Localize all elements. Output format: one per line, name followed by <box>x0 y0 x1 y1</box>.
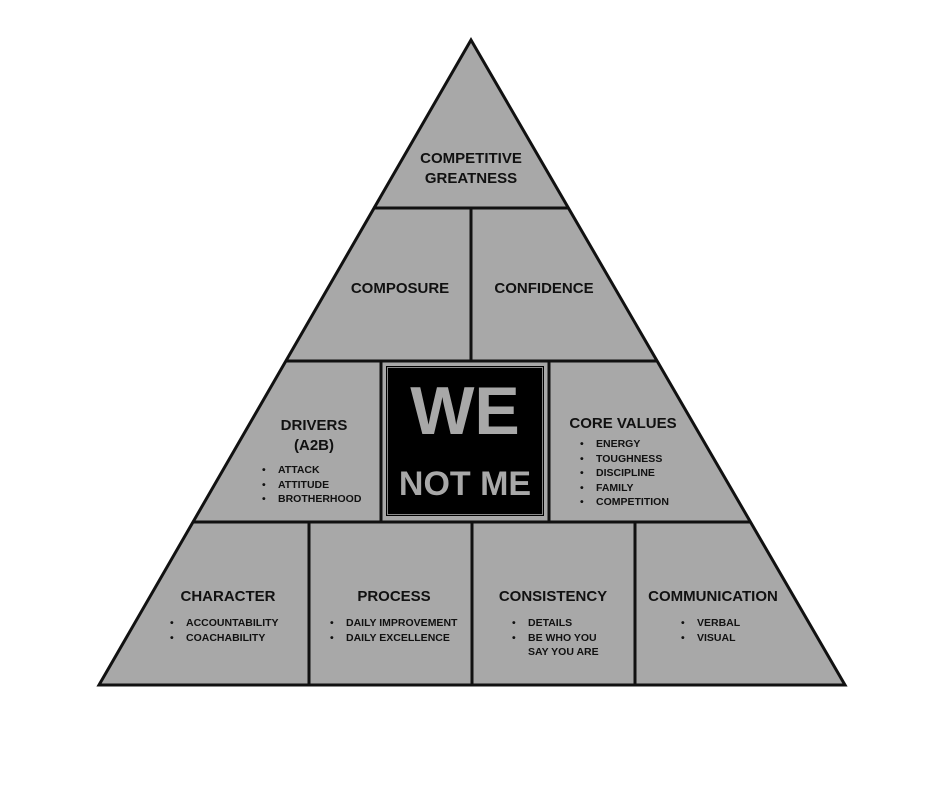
list-item: ACCOUNTABILITY <box>170 616 279 631</box>
list-item: DAILY EXCELLENCE <box>330 631 457 646</box>
center-line1: WE <box>410 373 520 449</box>
composure-label: COMPOSURE <box>350 280 450 297</box>
list-item: FAMILY <box>580 481 669 496</box>
communication-list: VERBAL VISUAL <box>681 616 740 645</box>
list-item: ATTACK <box>262 463 361 478</box>
apex-line1: COMPETITIVE <box>420 150 522 167</box>
list-item: VERBAL <box>681 616 740 631</box>
list-item: COACHABILITY <box>170 631 279 646</box>
core-values-list: ENERGY TOUGHNESS DISCIPLINE FAMILY COMPE… <box>580 437 669 510</box>
center-line2: NOT ME <box>398 465 532 503</box>
list-item: DAILY IMPROVEMENT <box>330 616 457 631</box>
character-list: ACCOUNTABILITY COACHABILITY <box>170 616 279 645</box>
consistency-list: DETAILS BE WHO YOU SAY YOU ARE <box>512 616 612 660</box>
base-title-communication: COMMUNICATION <box>648 588 778 605</box>
core-values-title: CORE VALUES <box>569 415 677 432</box>
list-item: TOUGHNESS <box>580 452 669 467</box>
apex-line2: GREATNESS <box>424 169 518 187</box>
base-title-process: PROCESS <box>357 588 431 605</box>
base-title-consistency: CONSISTENCY <box>498 588 608 605</box>
we-not-me-box: WE NOT ME <box>386 366 544 516</box>
list-item: VISUAL <box>681 631 740 646</box>
drivers-list: ATTACK ATTITUDE BROTHERHOOD <box>262 463 361 507</box>
confidence-label: CONFIDENCE <box>494 280 594 297</box>
list-item: BROTHERHOOD <box>262 492 361 507</box>
list-item: ATTITUDE <box>262 478 361 493</box>
list-item: ENERGY <box>580 437 669 452</box>
drivers-line1: DRIVERS <box>280 417 348 434</box>
list-item: DISCIPLINE <box>580 466 669 481</box>
base-title-character: CHARACTER <box>180 588 276 605</box>
process-list: DAILY IMPROVEMENT DAILY EXCELLENCE <box>330 616 457 645</box>
drivers-title: DRIVERS (A2B) <box>244 416 384 455</box>
drivers-line2: (A2B) <box>294 436 334 454</box>
list-item: DETAILS <box>512 616 612 631</box>
apex-label: COMPETITIVE GREATNESS <box>381 149 561 188</box>
list-item: BE WHO YOU SAY YOU ARE <box>512 631 612 660</box>
list-item: COMPETITION <box>580 495 669 510</box>
